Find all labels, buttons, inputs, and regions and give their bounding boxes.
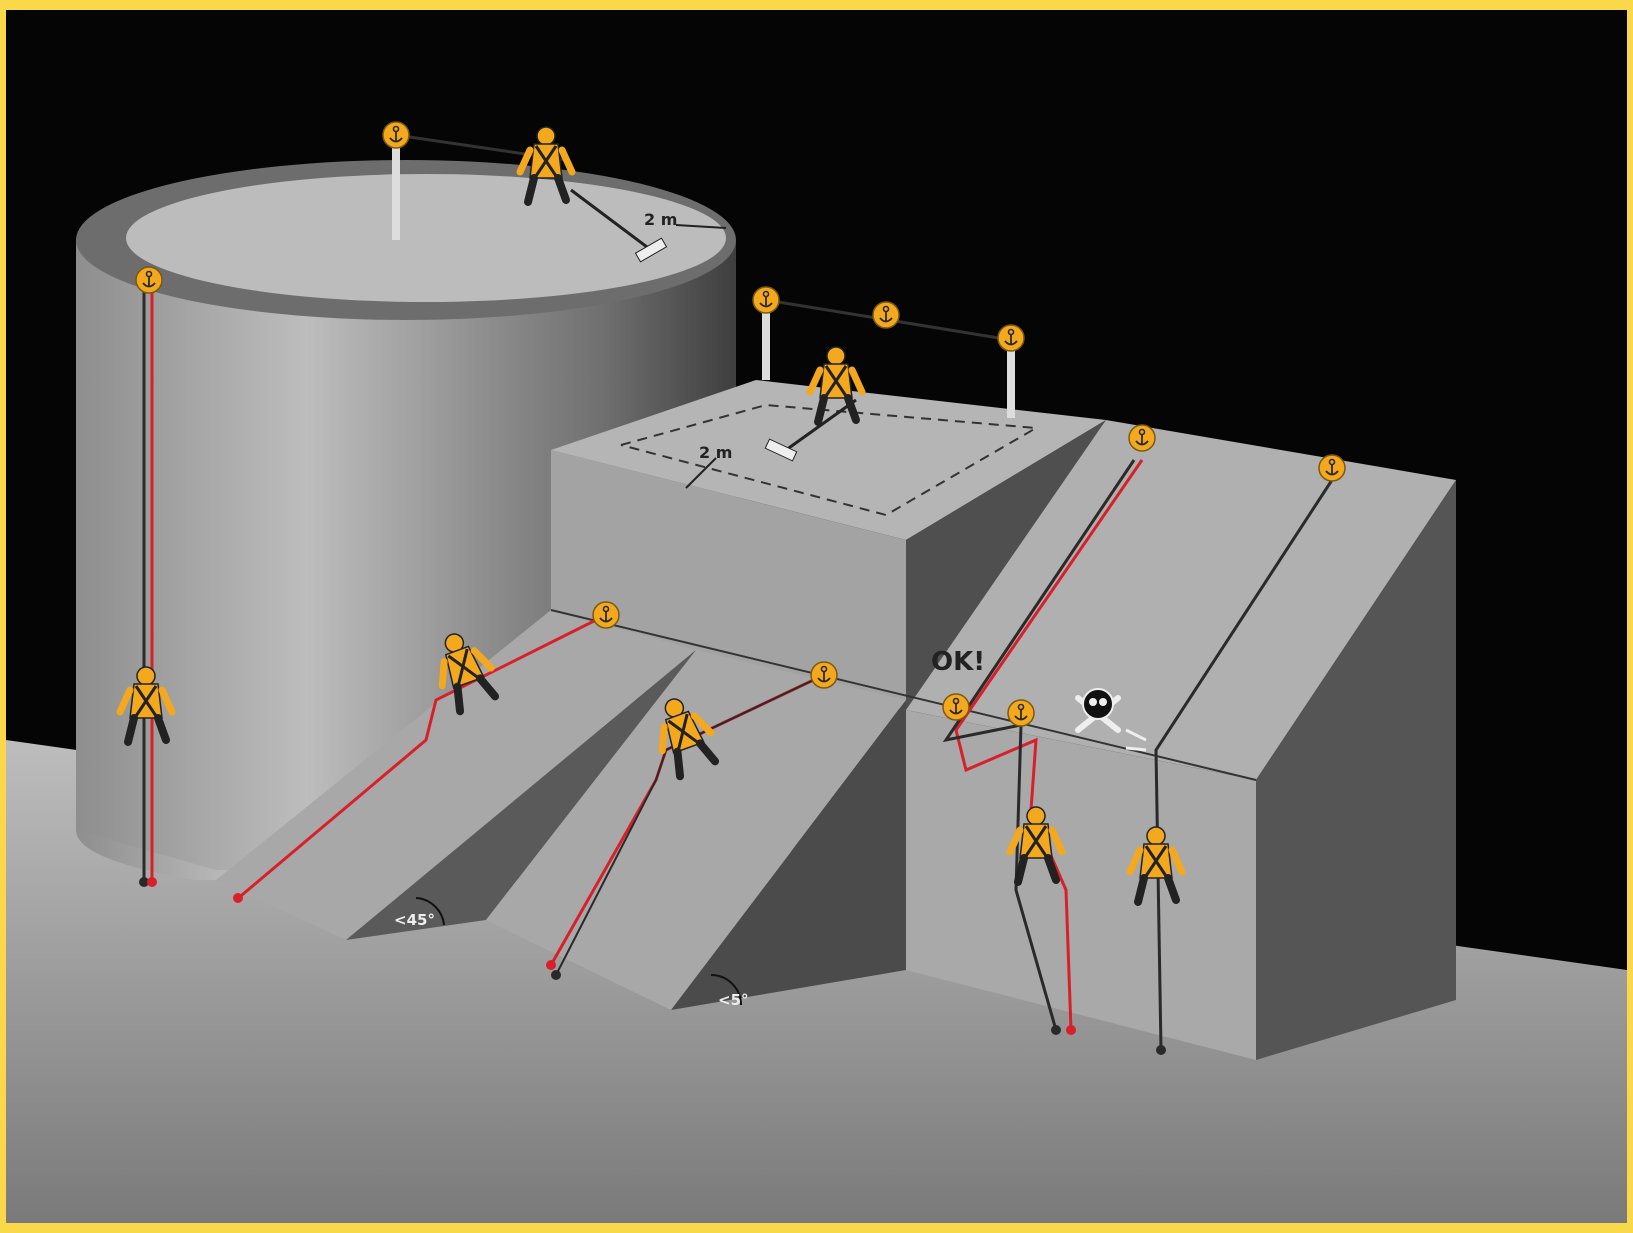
anchor-icon bbox=[136, 267, 162, 293]
anchor-icon bbox=[811, 662, 837, 688]
rope-access-diagram: 2 m 2 m <45° <5° OK! bbox=[6, 10, 1627, 1223]
rope-end bbox=[546, 960, 556, 970]
rope-end bbox=[551, 970, 561, 980]
anchor-icon bbox=[593, 602, 619, 628]
anchor-icon bbox=[383, 122, 409, 148]
rope-end bbox=[1156, 1045, 1166, 1055]
anchor-icon bbox=[998, 325, 1024, 351]
rope-end bbox=[233, 893, 243, 903]
rope-end bbox=[1051, 1025, 1061, 1035]
rope-end bbox=[147, 877, 157, 887]
anchor-icon bbox=[873, 302, 899, 328]
anchor-icon bbox=[1129, 425, 1155, 451]
ok-label: OK! bbox=[931, 647, 985, 677]
anchor-icon bbox=[1008, 700, 1034, 726]
anchor-icon bbox=[1319, 455, 1345, 481]
angle-label-right: <5° bbox=[718, 991, 749, 1009]
edge-distance-label: 2 m bbox=[699, 443, 732, 462]
rope-end bbox=[1066, 1025, 1076, 1035]
angle-label-left: <45° bbox=[394, 911, 435, 929]
anchor-icon bbox=[943, 694, 969, 720]
anchor-icon bbox=[753, 287, 779, 313]
edge-distance-label: 2 m bbox=[644, 210, 677, 229]
